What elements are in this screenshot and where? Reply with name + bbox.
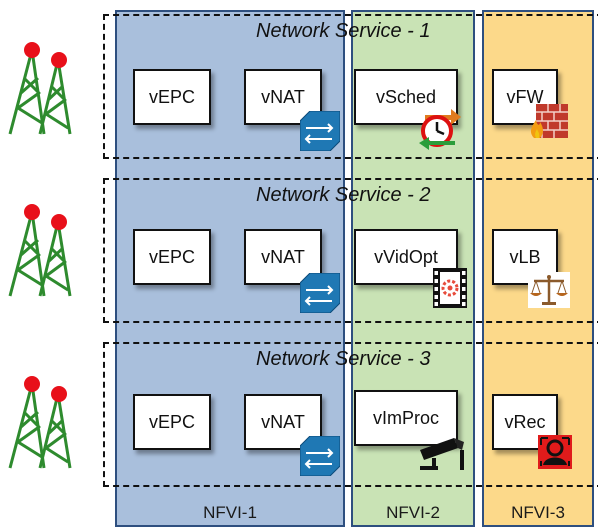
vnf-vnat-ns1[interactable]: vNAT <box>244 69 322 125</box>
vnf-vimproc-ns3[interactable]: vImProc <box>354 390 458 446</box>
vnf-label: vNAT <box>261 246 305 267</box>
network-service-1-box <box>103 14 598 159</box>
vnf-label: vLB <box>509 246 541 267</box>
vnf-label: vNAT <box>261 86 305 107</box>
face-recognition-icon <box>538 435 572 469</box>
cell-tower-icon <box>8 42 72 135</box>
vnf-vepc-ns2[interactable]: vEPC <box>133 229 211 285</box>
cell-tower-icon <box>8 376 72 469</box>
network-service-3-title: Network Service - 3 <box>256 348 431 370</box>
network-service-3-box <box>103 342 598 487</box>
network-service-2-box <box>103 178 598 323</box>
vnf-label: vEPC <box>148 86 195 107</box>
vnf-vfw-ns1[interactable]: vFW <box>492 69 558 125</box>
security-camera-icon <box>420 438 464 470</box>
scheduler-clock-icon <box>419 109 461 150</box>
vnf-label: vVidOpt <box>374 246 438 267</box>
vnf-label: vFW <box>506 86 544 107</box>
vnf-label: vEPC <box>148 246 195 267</box>
network-service-1-title: Network Service - 1 <box>256 20 431 42</box>
balance-scale-icon <box>528 272 570 308</box>
vnf-vepc-ns3[interactable]: vEPC <box>133 394 211 450</box>
switch-icon <box>300 111 340 151</box>
video-film-icon <box>433 268 467 308</box>
vnf-label: vSched <box>375 86 437 107</box>
vnf-label: vImProc <box>372 407 439 428</box>
switch-icon <box>300 273 340 313</box>
nfvi-1-label: NFVI-1 <box>203 503 257 522</box>
firewall-icon <box>530 104 568 138</box>
vnf-label: vRec <box>504 411 546 432</box>
vnf-label: vNAT <box>261 411 305 432</box>
vnf-vsched-ns1[interactable]: vSched <box>354 69 458 125</box>
network-service-2-title: Network Service - 2 <box>256 184 431 206</box>
nfvi-2-label: NFVI-2 <box>386 503 440 522</box>
vnf-label: vEPC <box>148 411 195 432</box>
vnf-vepc-ns1[interactable]: vEPC <box>133 69 211 125</box>
nfvi-3-label: NFVI-3 <box>511 503 565 522</box>
switch-icon <box>300 436 340 476</box>
cell-tower-icon <box>8 204 72 297</box>
